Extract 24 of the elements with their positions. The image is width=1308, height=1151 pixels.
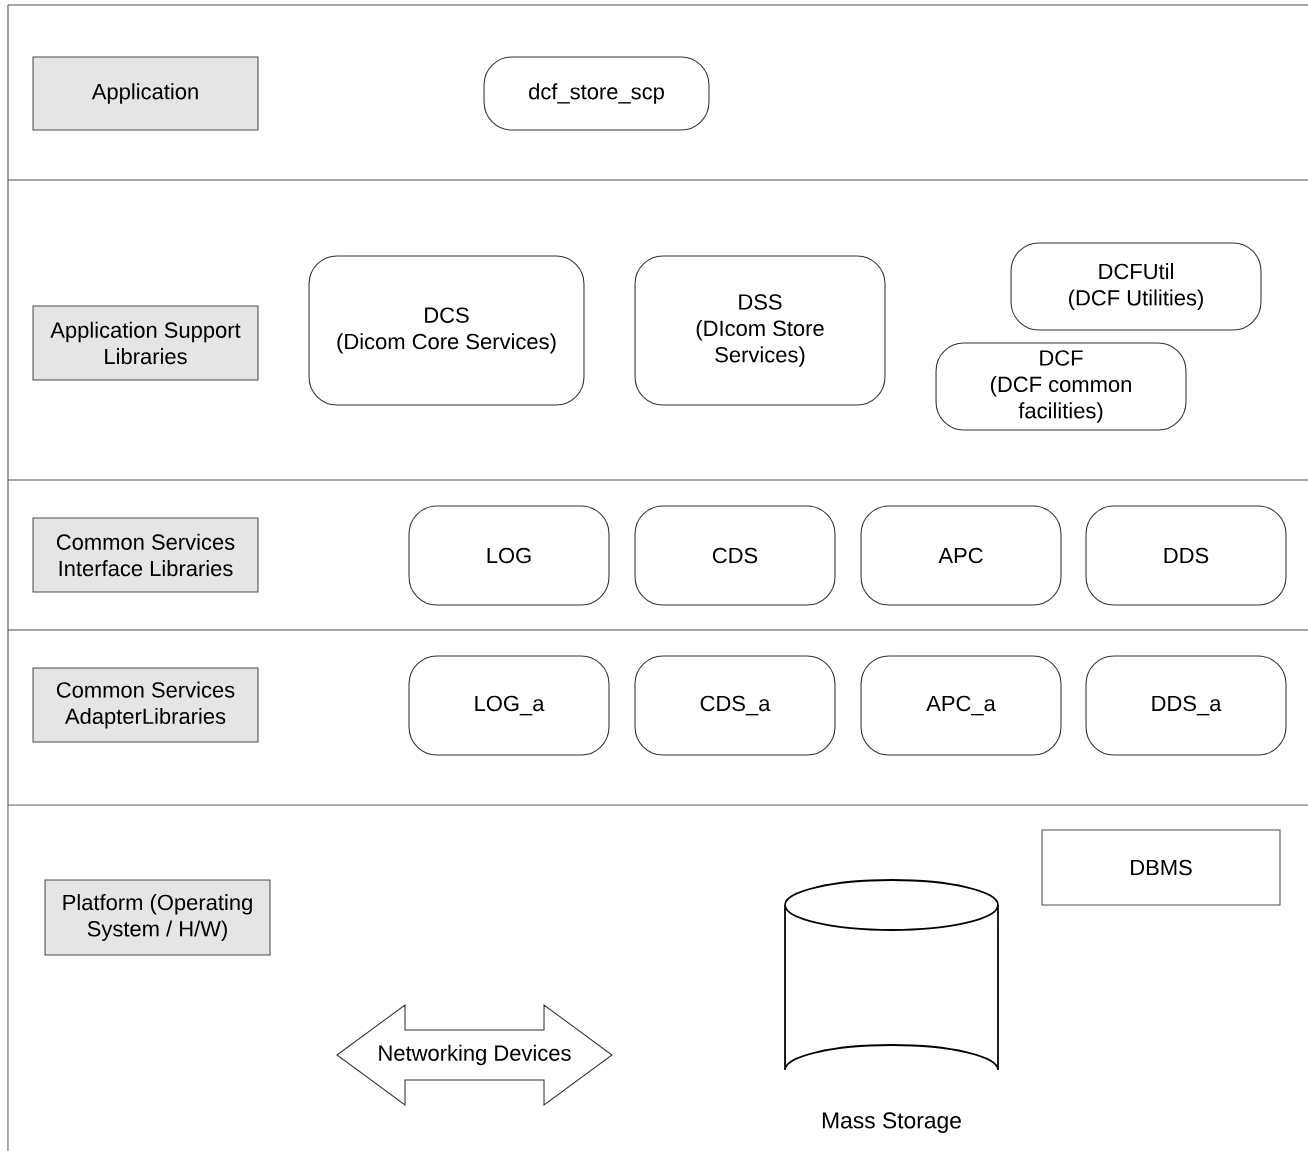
layer-band	[7, 479, 1308, 631]
layer-band	[7, 179, 1308, 481]
library-box: APC	[860, 505, 1062, 606]
library-box: APC_a	[860, 655, 1062, 756]
library-box: DCFUtil (DCF Utilities)	[1010, 242, 1262, 331]
library-box: DDS	[1085, 505, 1287, 606]
library-box: CDS_a	[634, 655, 836, 756]
library-box: CDS	[634, 505, 836, 606]
layer-band	[7, 4, 1308, 181]
library-box: DCF (DCF common facilities)	[935, 342, 1187, 431]
library-box: LOG	[408, 505, 610, 606]
cylinder-label: Mass Storage	[822, 1112, 961, 1134]
layer-label-box: Platform (Operating System / H/W)	[44, 879, 271, 956]
library-box: dcf_store_scp	[483, 56, 710, 131]
library-box: DSS (DIcom Store Services)	[634, 255, 886, 406]
layer-label-box: Common Services Interface Libraries	[32, 517, 259, 593]
library-box: LOG_a	[408, 655, 610, 756]
library-box: DDS_a	[1085, 655, 1287, 756]
dbms-box: DBMS	[1041, 829, 1281, 906]
layer-label-box: Common Services AdapterLibraries	[32, 667, 259, 743]
layer-label-box: Application Support Libraries	[32, 305, 259, 381]
layer-label-box: Application	[32, 56, 259, 131]
layer-band	[7, 629, 1308, 806]
library-box: DCS (Dicom Core Services)	[308, 255, 585, 406]
